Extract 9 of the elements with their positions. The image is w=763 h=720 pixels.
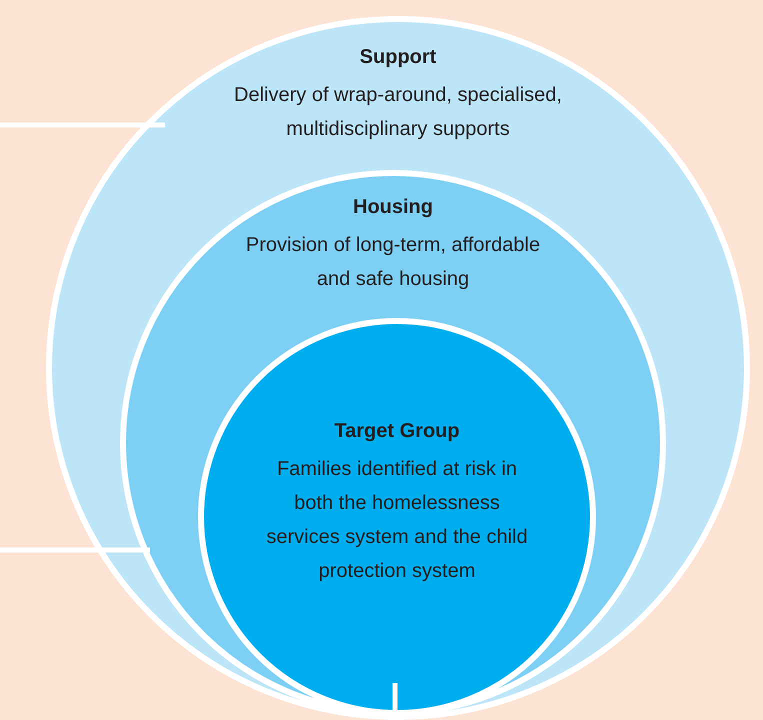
leader-line [392,683,398,720]
circle-description: Delivery of wrap-around, specialised, multidisciplinary supports [233,83,563,142]
leader-line [0,548,150,552]
circle-description: Families identified at risk in both the homelessness services system and the child protection system [266,457,528,584]
circle-description: Provision of long-term, affordable and safe housing [244,233,542,292]
leader-line [0,122,165,128]
circle-heading: Housing [352,195,434,220]
circle-heading: Support [358,45,438,70]
circle-heading: Target Group [333,419,461,444]
